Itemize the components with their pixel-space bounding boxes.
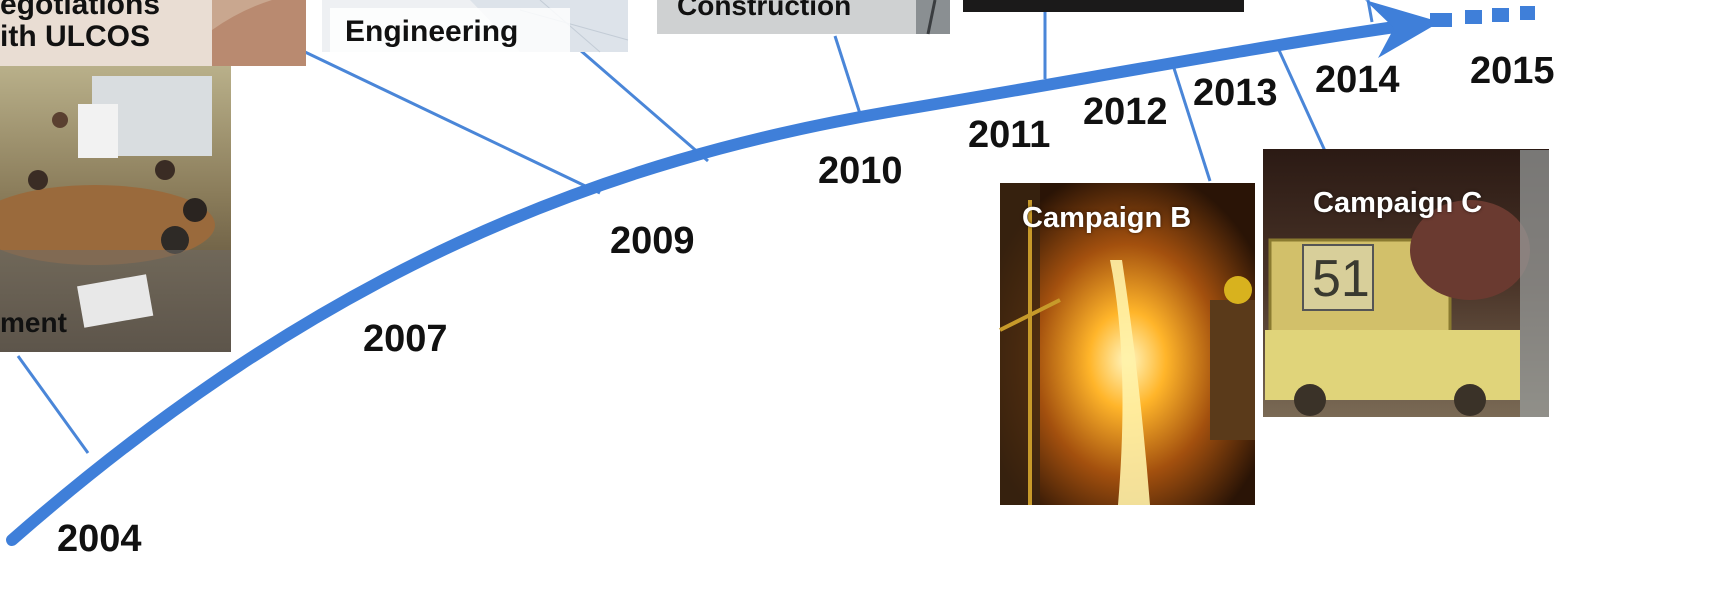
construction-caption: Construction bbox=[677, 0, 852, 21]
connector-2012 bbox=[1170, 61, 1212, 182]
engineering-caption-band bbox=[330, 8, 570, 52]
year-label-2013: 2013 bbox=[1193, 72, 1278, 114]
year-label-2014: 2014 bbox=[1315, 59, 1400, 101]
connector-2009-a bbox=[304, 50, 601, 195]
photo-negotiations bbox=[0, 0, 306, 66]
connector-2014 bbox=[1276, 47, 1327, 152]
negotiations-caption-line2: ith ULCOS bbox=[0, 20, 150, 53]
timeline-arrow-shaft bbox=[6, 21, 1401, 546]
year-label-2011: 2011 bbox=[968, 114, 1051, 156]
wagon-number: 51 bbox=[1312, 250, 1370, 308]
connector-2015 bbox=[1366, 0, 1374, 23]
photo-assessment bbox=[0, 66, 231, 352]
campaign-b-caption: Campaign B bbox=[1022, 202, 1192, 234]
year-label-2007: 2007 bbox=[363, 318, 448, 360]
connector-2004 bbox=[16, 355, 90, 454]
year-label-2015: 2015 bbox=[1470, 50, 1555, 92]
year-label-2009: 2009 bbox=[610, 220, 695, 262]
connector-2010 bbox=[833, 35, 864, 121]
timeline-arrowhead-icon bbox=[1365, 0, 1440, 58]
photo-campaign-c bbox=[1263, 149, 1549, 417]
negotiations-caption-line1: egotiations bbox=[0, 0, 161, 21]
year-label-2010: 2010 bbox=[818, 150, 903, 192]
year-label-2004: 2004 bbox=[57, 518, 142, 560]
assessment-caption: ment bbox=[0, 307, 67, 338]
photo-construction bbox=[657, 0, 950, 35]
photo-2011 bbox=[963, 0, 1244, 12]
photo-campaign-b bbox=[999, 183, 1255, 505]
connector-2009-b bbox=[579, 48, 709, 163]
connector-lines bbox=[16, 0, 1374, 454]
timeline-dotted-extension bbox=[1430, 6, 1535, 27]
engineering-caption: Engineering bbox=[345, 15, 519, 48]
year-label-2012: 2012 bbox=[1083, 91, 1168, 133]
campaign-c-caption: Campaign C bbox=[1313, 187, 1483, 219]
